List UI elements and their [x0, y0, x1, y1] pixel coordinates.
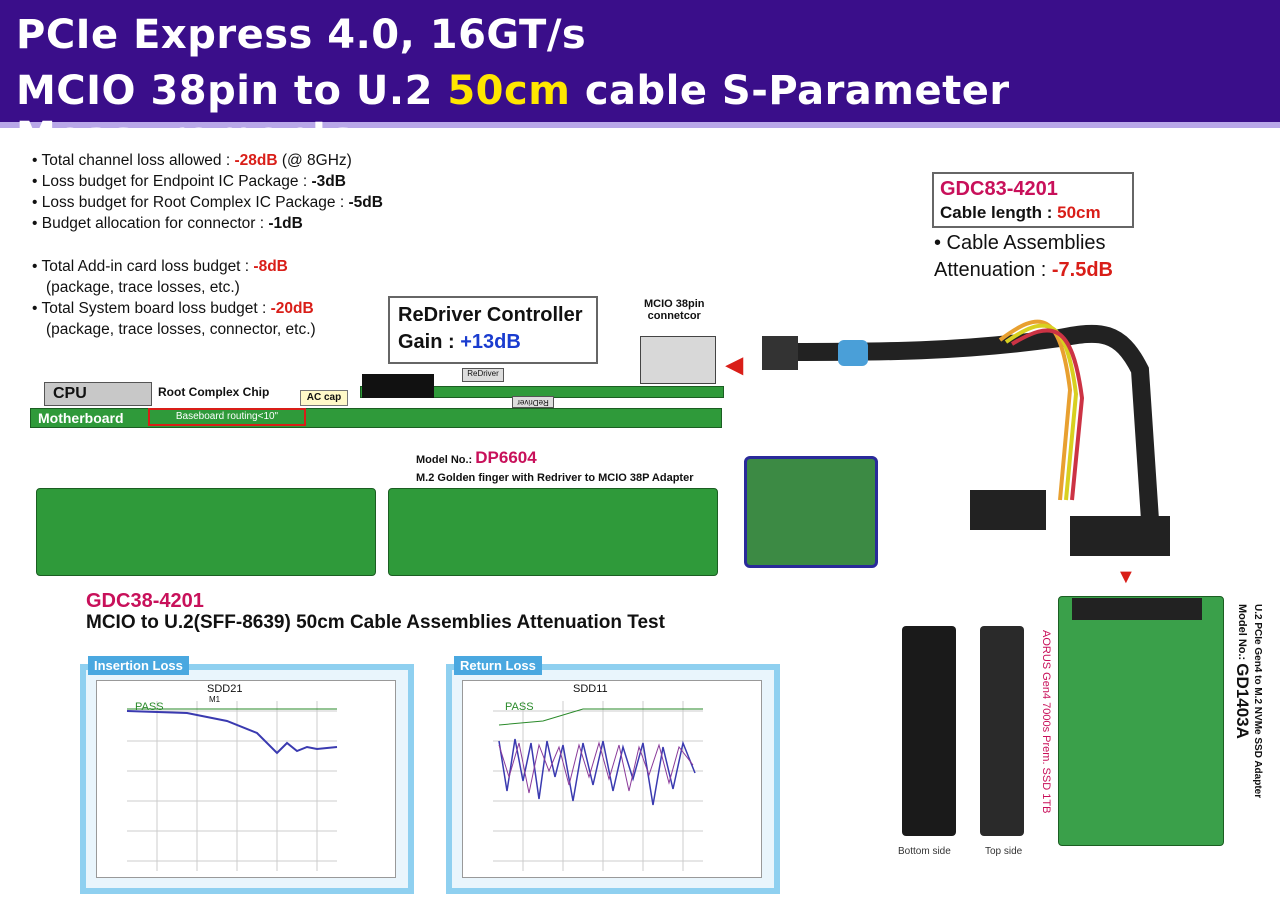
- insertion-loss-plot: SDD21 PASS M1: [96, 680, 396, 878]
- u2-desc: U.2 PCIe Gen4 to M.2 NVMe SSD Adapter: [1252, 604, 1263, 799]
- insertion-loss-tab: Insertion Loss: [88, 656, 189, 675]
- insertion-loss-panel: Insertion Loss SDD21 PASS M1: [80, 656, 414, 894]
- adapter-board-top: [388, 488, 718, 576]
- return-loss-tab: Return Loss: [454, 656, 542, 675]
- u2-adapter-board: [1058, 596, 1224, 846]
- insertion-marker: M1: [209, 695, 221, 704]
- header-line2-post: cable S-Parameter Measurements: [16, 68, 1010, 160]
- return-plot-title: SDD11: [573, 683, 608, 695]
- ssd-top-caption: Top side: [985, 846, 1023, 857]
- insertion-plot-title: SDD21: [207, 683, 243, 695]
- ssd-top: [980, 626, 1024, 836]
- cable-model-box: GDC83-4201 Cable length : 50cm: [932, 172, 1134, 228]
- u2-model: Model No.: GD1403A: [1233, 604, 1252, 739]
- insertion-loss-curve: [126, 701, 338, 871]
- return-loss-plot: SDD11 PASS: [462, 680, 762, 878]
- redriver-title: ReDriver Controller: [398, 304, 583, 326]
- arrow-left-icon: ◀: [726, 352, 743, 377]
- header-line2-pre: MCIO 38pin to U.2: [16, 68, 448, 114]
- budget-item-sub: (package, trace losses, etc.): [46, 279, 240, 296]
- redriver-gain: Gain : +13dB: [398, 331, 521, 353]
- redriver-chip: ReDriver: [462, 368, 504, 382]
- ssd-bottom-caption: Bottom side: [898, 846, 951, 857]
- budget-item: • Loss budget for Endpoint IC Package : …: [32, 173, 346, 190]
- u2-connector: [1072, 598, 1202, 620]
- test-title: MCIO to U.2(SFF-8639) 50cm Cable Assembl…: [86, 612, 665, 633]
- return-loss-curve: [493, 701, 703, 871]
- header-line1: PCIe Express 4.0, 16GT/s: [16, 12, 587, 58]
- redriver-box: ReDriver Controller Gain : +13dB: [388, 296, 598, 364]
- budget-item: • Total channel loss allowed : -28dB (@ …: [32, 152, 352, 169]
- header-line2-highlight: 50cm: [447, 68, 571, 114]
- budget-item: • Total System board loss budget : -20dB: [32, 300, 314, 317]
- ssd-brand: AORUS Gen4 7000s Prem. SSD 1TB: [1040, 630, 1052, 814]
- mcio-connector: [640, 336, 716, 384]
- adapter-desc: M.2 Golden finger with Redriver to MCIO …: [416, 472, 694, 484]
- budget-item: • Total Add-in card loss budget : -8dB: [32, 258, 288, 275]
- m2-slot: [362, 374, 434, 398]
- test-model: GDC38-4201: [86, 590, 204, 612]
- ac-cap-label: AC cap: [300, 390, 348, 406]
- arrow-down-icon: ▼: [1116, 566, 1136, 588]
- card-budget-list: • Total Add-in card loss budget : -8dB (…: [32, 256, 316, 340]
- cpu-chip: CPU: [44, 382, 152, 406]
- cable-drawing: [762, 319, 1170, 556]
- page-header: PCIe Express 4.0, 16GT/s MCIO 38pin to U…: [0, 0, 1280, 160]
- motherboard-label: Motherboard: [38, 410, 124, 426]
- insertion-pass: PASS: [135, 701, 164, 713]
- ssd-bottom: [902, 626, 956, 836]
- return-pass: PASS: [505, 701, 534, 713]
- budget-item-sub: (package, trace losses, connector, etc.): [46, 321, 316, 338]
- budget-item: • Budget allocation for connector : -1dB: [32, 215, 303, 232]
- loss-budget-list: • Total channel loss allowed : -28dB (@ …: [32, 150, 383, 234]
- motherboard-pcb: [30, 408, 722, 428]
- routing-box: Baseboard routing<10": [148, 408, 306, 426]
- cable-model: GDC83-4201: [940, 178, 1058, 200]
- cable-attenuation: Attenuation : -7.5dB: [934, 259, 1113, 281]
- adapter-model: Model No.: DP6604: [416, 448, 537, 467]
- connector-closeup: [744, 456, 878, 568]
- root-complex-label: Root Complex Chip: [158, 385, 270, 399]
- budget-item: • Loss budget for Root Complex IC Packag…: [32, 194, 383, 211]
- cable-assemblies: • Cable Assemblies: [934, 232, 1106, 254]
- return-loss-panel: Return Loss SDD11 PASS: [446, 656, 780, 894]
- cable-length: Cable length : 50cm: [940, 203, 1101, 222]
- adapter-board-bottom: [36, 488, 376, 576]
- redriver-chip-bottom: ReDriver: [512, 396, 554, 408]
- header-line2: MCIO 38pin to U.2 50cm cable S-Parameter…: [16, 68, 1280, 160]
